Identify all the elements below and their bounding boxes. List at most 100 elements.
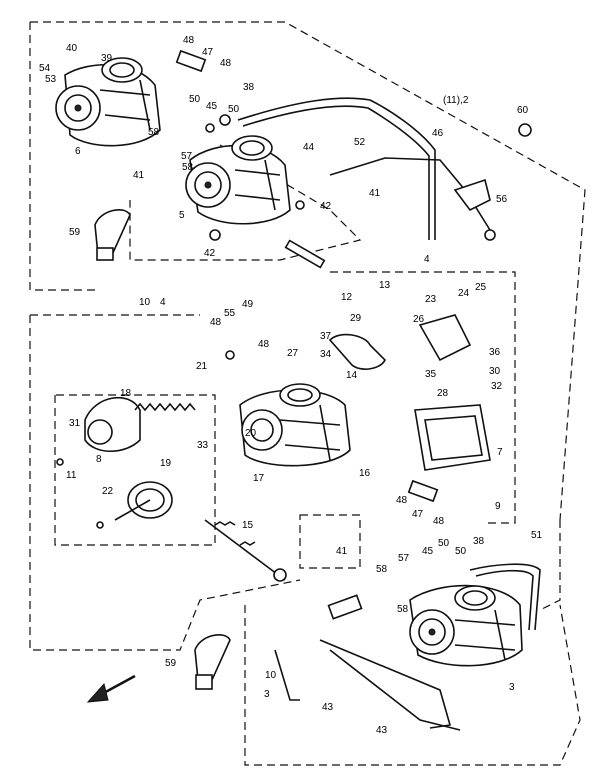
- part-label: 52: [354, 137, 366, 148]
- part-label: 18: [120, 388, 132, 399]
- pipes-52-56: [329, 157, 496, 241]
- part-label: 10: [139, 297, 151, 308]
- part-label: 13: [379, 280, 391, 291]
- sub-41-boundary: [299, 514, 361, 569]
- part-label: 12: [341, 292, 353, 303]
- part-label: 24: [458, 288, 470, 299]
- part-label: 4: [160, 297, 166, 308]
- part-label: 56: [496, 194, 508, 205]
- part-label: 58: [397, 604, 409, 615]
- part-label: 23: [425, 294, 437, 305]
- part-label: 57: [398, 553, 410, 564]
- choke-plunger-15: [204, 519, 287, 582]
- cover-18: [84, 396, 141, 452]
- spring-21: [134, 402, 196, 412]
- carburetor-center: [239, 383, 351, 467]
- carburetor-3: [409, 584, 523, 667]
- part-label: 7: [497, 447, 503, 458]
- cover-26: [418, 314, 472, 362]
- link-bars-3: [274, 639, 461, 731]
- part-label: 50: [189, 94, 201, 105]
- part-label: 53: [45, 74, 57, 85]
- part-label: 5: [179, 210, 185, 221]
- part-label: 50: [438, 538, 450, 549]
- dashed-group-boundaries: [29, 21, 586, 766]
- part-label: 11: [66, 470, 77, 481]
- part-label: 33: [197, 440, 209, 451]
- top-right-line: [129, 144, 362, 261]
- part-label: 48: [433, 516, 445, 527]
- part-label: (11),2: [443, 95, 469, 106]
- part-label: 44: [303, 142, 315, 153]
- part-label: 48: [258, 339, 270, 350]
- float-14: [328, 333, 386, 370]
- part-label: 48: [183, 35, 195, 46]
- part-label: 43: [376, 725, 388, 736]
- part-label: 48: [396, 495, 408, 506]
- part-label: 10: [265, 670, 277, 681]
- lower-right-boundary: [244, 604, 581, 766]
- part-label: 43: [322, 702, 334, 713]
- upper-boundary: [29, 21, 586, 611]
- part-label: 26: [413, 314, 425, 325]
- part-label: 19: [160, 458, 172, 469]
- sub-4-boundary: [330, 271, 516, 524]
- part-label: 3: [509, 682, 515, 693]
- part-label: 49: [242, 299, 254, 310]
- part-label: 6: [75, 146, 81, 157]
- part-label: 45: [422, 546, 434, 557]
- part-label: 55: [224, 308, 236, 319]
- part-label: 41: [369, 188, 381, 199]
- part-label: 30: [489, 366, 501, 377]
- part-label: 58: [182, 162, 194, 173]
- part-label: 48: [220, 58, 232, 69]
- part-label: 59: [69, 227, 81, 238]
- part-label: 39: [101, 53, 113, 64]
- part-label: 38: [473, 536, 485, 547]
- vent-59-lower: [194, 634, 231, 690]
- part-label: 50: [228, 104, 240, 115]
- hoses: [237, 97, 541, 631]
- part-label: 4: [424, 254, 430, 265]
- part-label: 41: [336, 546, 348, 557]
- part-label: 9: [495, 501, 501, 512]
- part-label: 22: [102, 486, 114, 497]
- part-label: 27: [287, 348, 299, 359]
- part-label: 42: [320, 201, 332, 212]
- part-label: 37: [320, 331, 332, 342]
- part-label: 50: [455, 546, 467, 557]
- part-label: 32: [491, 381, 503, 392]
- part-label: 42: [204, 248, 216, 259]
- part-label: 21: [196, 361, 208, 372]
- part-label: 57: [181, 151, 193, 162]
- part-label: 58: [376, 564, 388, 575]
- part-label: 36: [489, 347, 501, 358]
- part-label: 20: [245, 428, 257, 439]
- diaphragm-19: [114, 481, 173, 521]
- part-label: 8: [96, 454, 102, 465]
- part-label: 47: [202, 47, 214, 58]
- part-label: 16: [359, 468, 371, 479]
- float-chamber-28: [414, 404, 491, 471]
- part-label: 29: [350, 313, 362, 324]
- part-label: 46: [432, 128, 444, 139]
- part-label: 41: [133, 170, 145, 181]
- direction-arrow: [86, 674, 136, 703]
- part-label: 25: [475, 282, 487, 293]
- carburetor-5: [185, 135, 291, 225]
- part-label: 45: [206, 101, 218, 112]
- part-label: 58: [148, 127, 160, 138]
- part-label: 15: [242, 520, 254, 531]
- part-label: 54: [39, 63, 51, 74]
- vent-59-upper: [94, 209, 131, 261]
- small-fasteners: [56, 49, 532, 620]
- part-label: 31: [69, 418, 81, 429]
- part-label: 34: [320, 349, 332, 360]
- carburetor-6: [55, 57, 161, 147]
- part-label: 35: [425, 369, 437, 380]
- left-boundary: [29, 314, 301, 651]
- part-label: 60: [517, 105, 529, 116]
